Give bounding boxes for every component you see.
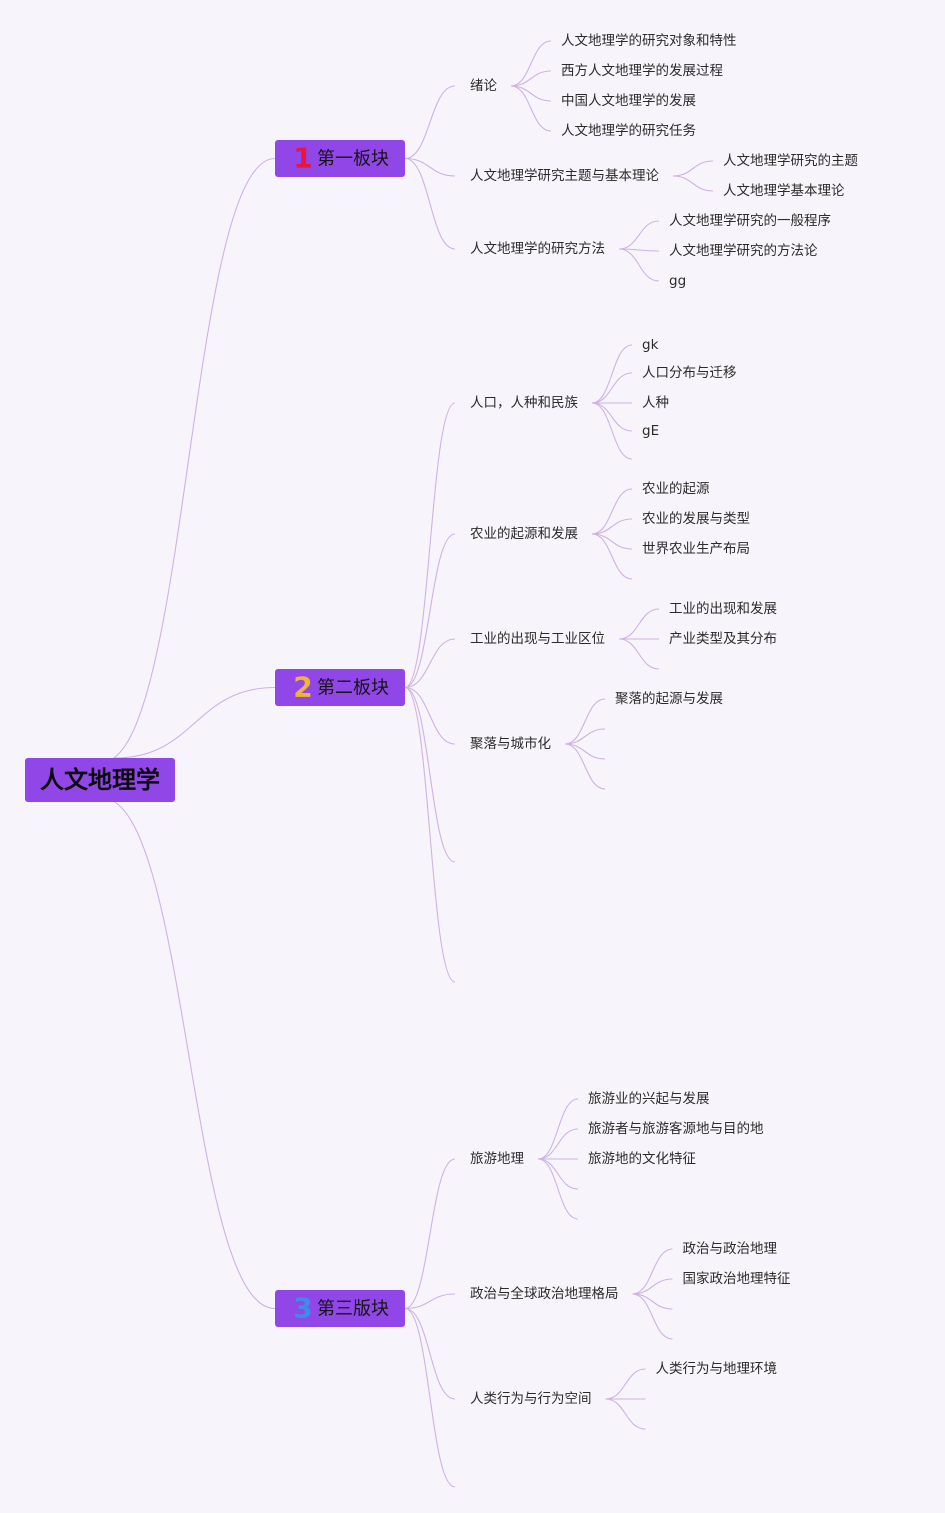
edge-topic-2-1-leaf-2 <box>591 372 633 404</box>
edge-branch-3-topic-2 <box>404 1293 456 1310</box>
edge-branch-1-topic-2 <box>404 157 456 177</box>
leaf-label-1-3-2: 人文地理学研究的方法论 <box>669 243 818 259</box>
branch-label-3: 第三版块 <box>317 1299 389 1320</box>
edge-topic-2-2-leaf-2 <box>591 518 633 535</box>
leaf-label-3-1-2: 旅游者与旅游客源地与目的地 <box>588 1120 764 1137</box>
edge-branch-2-topic-4 <box>404 686 456 745</box>
edge-root-branch-2 <box>114 686 276 759</box>
topic-label-2-3: 工业的出现与工业区位 <box>470 631 605 647</box>
branch-badge-1: 1 <box>293 142 312 175</box>
topic-label-3-2: 政治与全球政治地理格局 <box>470 1285 619 1302</box>
root-node[interactable] <box>25 758 175 802</box>
edge-topic-1-1-leaf-1 <box>510 40 552 87</box>
edge-branch-1-topic-3 <box>404 157 456 250</box>
edge-topic-3-2-leaf-1 <box>632 1248 673 1295</box>
leaf-label-3-2-2: 国家政治地理特征 <box>683 1270 791 1287</box>
edge-topic-2-3-leaf-3 <box>618 638 660 670</box>
edge-topic-2-4-leaf-3 <box>564 743 606 760</box>
branch-node-1[interactable] <box>275 140 405 177</box>
edge-topic-2-2-leaf-3 <box>591 533 633 550</box>
edge-topic-3-1-leaf-5 <box>537 1158 579 1220</box>
edge-branch-3-topic-3 <box>404 1307 456 1400</box>
leaf-label-2-4-1: 聚落的起源与发展 <box>615 691 723 707</box>
leaf-label-2-3-1: 工业的出现和发展 <box>669 601 777 617</box>
edge-branch-2-topic-5 <box>404 686 456 863</box>
topic-label-2-2: 农业的起源和发展 <box>470 526 578 542</box>
edge-topic-1-1-leaf-3 <box>510 85 552 102</box>
topic-label-1-1: 绪论 <box>470 78 497 94</box>
edge-topic-1-1-leaf-2 <box>510 70 552 87</box>
leaf-label-2-1-1: gk <box>642 337 659 353</box>
topic-label-3-3: 人类行为与行为空间 <box>470 1391 592 1407</box>
topic-label-2-4: 聚落与城市化 <box>470 735 551 752</box>
topic-label-2-1: 人口，人种和民族 <box>470 395 578 411</box>
branch-node-3[interactable] <box>275 1290 405 1327</box>
leaf-label-1-2-2: 人文地理学基本理论 <box>723 182 845 199</box>
leaf-label-1-3-1: 人文地理学研究的一般程序 <box>669 213 831 229</box>
edge-topic-2-1-leaf-1 <box>591 344 633 404</box>
edge-branch-2-topic-6 <box>404 686 456 983</box>
edge-topic-2-2-leaf-1 <box>591 488 633 535</box>
leaf-label-2-3-2: 产业类型及其分布 <box>669 631 777 647</box>
edge-topic-3-3-leaf-3 <box>605 1398 646 1430</box>
leaf-label-2-1-4: gE <box>642 423 659 439</box>
leaf-label-1-1-1: 人文地理学的研究对象和特性 <box>561 33 737 49</box>
edge-topic-2-1-leaf-5 <box>591 402 633 460</box>
branch-badge-3: 3 <box>293 1292 312 1325</box>
edge-topic-3-1-leaf-2 <box>537 1128 579 1160</box>
edge-root-branch-3 <box>101 797 276 1310</box>
topic-label-1-3: 人文地理学的研究方法 <box>470 241 605 257</box>
leaf-label-2-2-3: 世界农业生产布局 <box>642 541 750 557</box>
leaf-label-1-2-1: 人文地理学研究的主题 <box>723 153 858 169</box>
edge-topic-1-1-leaf-4 <box>510 85 552 132</box>
leaf-label-2-2-2: 农业的发展与类型 <box>642 511 750 527</box>
leaf-label-1-1-3: 中国人文地理学的发展 <box>561 93 696 109</box>
leaf-label-3-3-1: 人类行为与地理环境 <box>656 1361 778 1377</box>
edge-topic-2-3-leaf-1 <box>618 608 660 640</box>
edge-topic-2-2-leaf-4 <box>591 533 633 580</box>
leaf-label-3-1-1: 旅游业的兴起与发展 <box>588 1091 710 1107</box>
edge-topic-1-2-leaf-1 <box>672 160 714 177</box>
topic-label-1-2: 人文地理学研究主题与基本理论 <box>470 167 659 184</box>
leaf-label-2-1-3: 人种 <box>642 395 669 411</box>
edge-layer <box>101 40 714 1488</box>
edge-branch-3-topic-1 <box>404 1158 456 1310</box>
branch-label-2: 第二板块 <box>317 678 389 699</box>
edge-topic-3-1-leaf-1 <box>537 1098 579 1160</box>
edge-branch-1-topic-1 <box>404 85 456 160</box>
leaf-label-3-1-3: 旅游地的文化特征 <box>588 1151 696 1167</box>
leaf-label-1-1-4: 人文地理学的研究任务 <box>561 123 696 139</box>
edge-branch-3-topic-4 <box>404 1307 456 1488</box>
edge-topic-2-4-leaf-4 <box>564 743 606 790</box>
leaf-label-1-3-3: gg <box>669 273 686 289</box>
edge-topic-2-4-leaf-2 <box>564 728 606 745</box>
edge-topic-3-2-leaf-4 <box>632 1293 673 1340</box>
edge-root-branch-1 <box>101 157 276 763</box>
edge-topic-3-2-leaf-3 <box>632 1293 673 1310</box>
branch-node-2[interactable] <box>275 669 405 706</box>
edge-topic-3-2-leaf-2 <box>632 1278 673 1295</box>
edge-topic-2-1-leaf-4 <box>591 402 633 432</box>
leaf-label-2-1-2: 人口分布与迁移 <box>642 365 737 381</box>
edge-branch-2-topic-1 <box>404 402 456 689</box>
branch-badge-2: 2 <box>293 671 312 704</box>
topic-label-3-1: 旅游地理 <box>470 1151 524 1167</box>
edge-branch-2-topic-2 <box>404 533 456 689</box>
leaf-label-2-2-1: 农业的起源 <box>642 481 710 497</box>
leaf-label-3-2-1: 政治与政治地理 <box>683 1241 778 1257</box>
branch-label-1: 第一板块 <box>317 149 389 170</box>
edge-topic-1-3-leaf-1 <box>618 220 660 250</box>
edge-topic-3-1-leaf-4 <box>537 1158 579 1190</box>
leaf-label-1-1-2: 西方人文地理学的发展过程 <box>561 63 723 79</box>
root-label: 人文地理学 <box>40 766 160 794</box>
edge-topic-1-2-leaf-2 <box>672 175 714 192</box>
edge-topic-2-4-leaf-1 <box>564 698 606 745</box>
edge-topic-3-3-leaf-1 <box>605 1368 646 1400</box>
edge-branch-2-topic-3 <box>404 638 456 689</box>
edge-topic-1-3-leaf-3 <box>618 248 660 282</box>
